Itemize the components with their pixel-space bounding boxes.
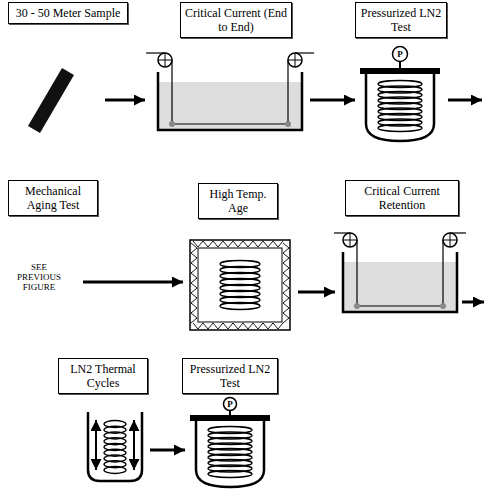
step-title: Critical Current Retention (350, 184, 454, 212)
pressure-vessel (190, 398, 270, 488)
step-label-box: High Temp. Age (198, 183, 278, 219)
sample-coil (220, 261, 260, 310)
process-step: Pressurized LN2 Test (185, 358, 275, 490)
oven-wall (190, 240, 290, 330)
step-label-box: Critical Current (End to End) (180, 2, 292, 38)
vessel-lid (360, 68, 440, 74)
heater-element (191, 241, 289, 329)
process-step: Critical Current (End to End) (145, 2, 310, 137)
heater-coil (193, 323, 283, 329)
flow-arrow (150, 449, 185, 452)
pulley (343, 233, 357, 247)
gauge-letter: P (227, 400, 233, 409)
pressure-gauge (393, 47, 408, 62)
step-label-box: Pressurized LN2 Test (182, 358, 278, 394)
ln2-dewar (88, 412, 142, 481)
coil-turn (220, 303, 260, 310)
pressure-vessel (360, 47, 440, 142)
heater-coil (283, 243, 289, 323)
process-step: Critical Current Retention (335, 180, 460, 320)
step-title: Pressurized LN2 Test (187, 362, 273, 390)
flow-arrow (310, 99, 355, 102)
coil-turn (104, 467, 126, 474)
step-title: Mechanical Aging Test (13, 184, 93, 212)
process-step: High Temp. Age (183, 183, 298, 333)
pulley (443, 233, 457, 247)
step-label-box: Mechanical Aging Test (8, 180, 98, 216)
process-step: 30 - 50 Meter Sample (5, 2, 105, 137)
process-step: Pressurized LN2 Test (355, 2, 445, 142)
trough-wall (343, 252, 457, 312)
pulley-spokes (158, 53, 172, 67)
flow-arrow (83, 281, 183, 284)
sample-coil (378, 81, 422, 132)
process-step: LN2 Thermal Cycles (55, 358, 150, 486)
guide-roller (285, 121, 291, 127)
step-title: 30 - 50 Meter Sample (13, 6, 123, 20)
step-label-box: LN2 Thermal Cycles (58, 358, 148, 394)
coil-turn (208, 471, 252, 478)
sample-tape (28, 68, 74, 133)
dewar-wall (88, 412, 142, 481)
heater-coil (193, 241, 283, 247)
guide-roller (169, 121, 175, 127)
flow-arrow (448, 99, 482, 102)
coil-turn (378, 125, 422, 132)
trough-wall (158, 72, 302, 130)
tape-path (357, 240, 443, 306)
step-label-box: 30 - 50 Meter Sample (8, 2, 128, 24)
ic-trough (146, 53, 314, 130)
cycle-arrow (133, 420, 135, 470)
pulley-spokes (288, 53, 302, 67)
step-title: High Temp. Age (203, 187, 273, 215)
pulley-spokes (343, 233, 357, 247)
vessel-body (196, 421, 264, 487)
pulley-spokes (443, 233, 457, 247)
pressure-gauge (224, 398, 237, 411)
pulley (288, 53, 302, 67)
note-text: SEE PREVIOUS FIGURE (10, 262, 68, 292)
sample-coil (208, 427, 252, 478)
flow-arrow (462, 301, 484, 304)
guide-roller (354, 303, 360, 309)
step-label-box: Pressurized LN2 Test (355, 2, 447, 38)
ln2-bath (344, 262, 456, 311)
step-title: Critical Current (End to End) (185, 6, 287, 34)
step-title: LN2 Thermal Cycles (63, 362, 143, 390)
oven-chamber (198, 248, 282, 322)
step-title: Pressurized LN2 Test (360, 6, 442, 34)
heater-coil (191, 243, 197, 323)
tape-path (172, 60, 288, 124)
sample-coil (104, 421, 126, 474)
flow-arrow (298, 291, 335, 294)
pulley (158, 53, 172, 67)
ic-trough (334, 233, 466, 312)
flow-arrow (105, 99, 145, 102)
oven (190, 240, 290, 330)
cycle-arrow (95, 420, 97, 470)
guide-roller (440, 303, 446, 309)
step-label-box: Critical Current Retention (345, 180, 459, 216)
ln2-bath (159, 82, 301, 129)
vessel-lid (190, 415, 270, 421)
vessel-body (366, 74, 434, 141)
gauge-letter: P (397, 50, 403, 59)
